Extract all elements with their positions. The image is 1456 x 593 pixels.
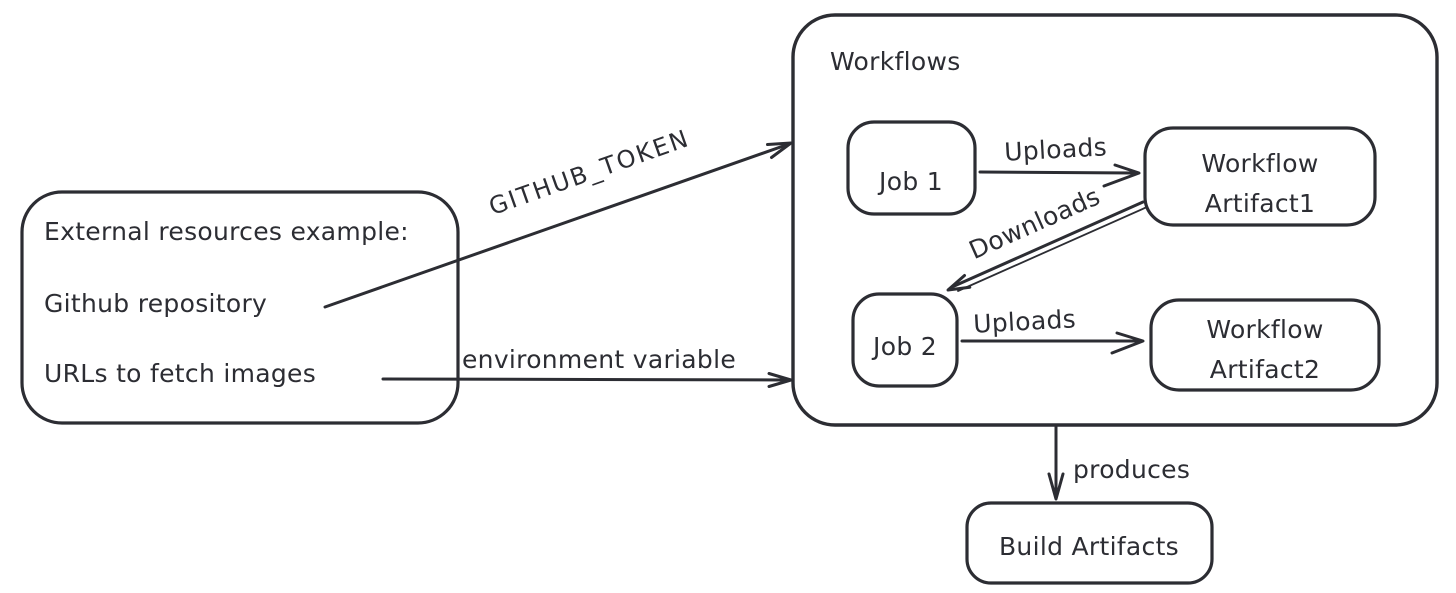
job1-box xyxy=(846,120,977,216)
workflow-artifact1-box xyxy=(1143,126,1377,227)
produces-arrow-label: produces xyxy=(1073,455,1190,484)
workflow-artifact1-label-line1: Workflow xyxy=(1201,149,1318,178)
workflow-artifact2-label-line2: Artifact2 xyxy=(1210,355,1320,384)
external-resources-node: External resources example: Github repos… xyxy=(20,190,460,425)
downloads-arrowhead xyxy=(946,274,972,292)
downloads-arrow-line xyxy=(950,200,1145,289)
job1-label: Job 1 xyxy=(877,167,943,196)
environment-variable-arrowhead xyxy=(767,372,793,388)
external-resources-title: External resources example: xyxy=(44,217,409,246)
produces-arrowhead xyxy=(1047,472,1065,501)
job2-uploads-arrow: Uploads xyxy=(960,304,1145,355)
workflows-container-title: Workflows xyxy=(830,47,961,76)
workflow-artifact2-label-line1: Workflow xyxy=(1206,315,1323,344)
downloads-arrow-line-sketch xyxy=(957,206,1148,292)
build-artifacts-label: Build Artifacts xyxy=(999,532,1179,561)
job2-uploads-arrow-label: Uploads xyxy=(972,304,1076,338)
job1-uploads-arrowhead xyxy=(1102,163,1141,188)
job2-box xyxy=(851,292,959,388)
github-token-arrow-line xyxy=(323,142,791,309)
external-resources-item-github: Github repository xyxy=(44,289,267,318)
job2-uploads-arrowhead xyxy=(1110,331,1145,355)
build-artifacts-box xyxy=(965,501,1214,585)
job2-label: Job 2 xyxy=(871,332,937,361)
job1-node: Job 1 xyxy=(846,120,977,216)
github-token-arrow-label: GITHUB_TOKEN xyxy=(485,124,693,221)
external-resources-item-urls: URLs to fetch images xyxy=(44,359,316,388)
workflow-artifact2-box xyxy=(1149,298,1381,392)
workflow-artifact1-node: Workflow Artifact1 xyxy=(1143,126,1377,227)
build-artifacts-node: Build Artifacts xyxy=(965,501,1214,585)
job1-uploads-arrow-line xyxy=(978,170,1136,175)
environment-variable-arrow-line xyxy=(381,377,791,382)
github-token-arrowhead xyxy=(766,141,793,159)
workflow-artifact1-label-line2: Artifact1 xyxy=(1205,189,1315,218)
environment-variable-arrow: environment variable xyxy=(381,345,793,388)
job2-node: Job 2 xyxy=(851,292,959,388)
external-resources-box xyxy=(20,190,460,425)
job1-uploads-arrow: Uploads xyxy=(978,132,1141,188)
environment-variable-arrow-label: environment variable xyxy=(462,345,736,374)
workflow-artifact2-node: Workflow Artifact2 xyxy=(1149,298,1381,392)
job1-uploads-arrow-label: Uploads xyxy=(1003,132,1107,166)
produces-arrow: produces xyxy=(1047,425,1190,501)
